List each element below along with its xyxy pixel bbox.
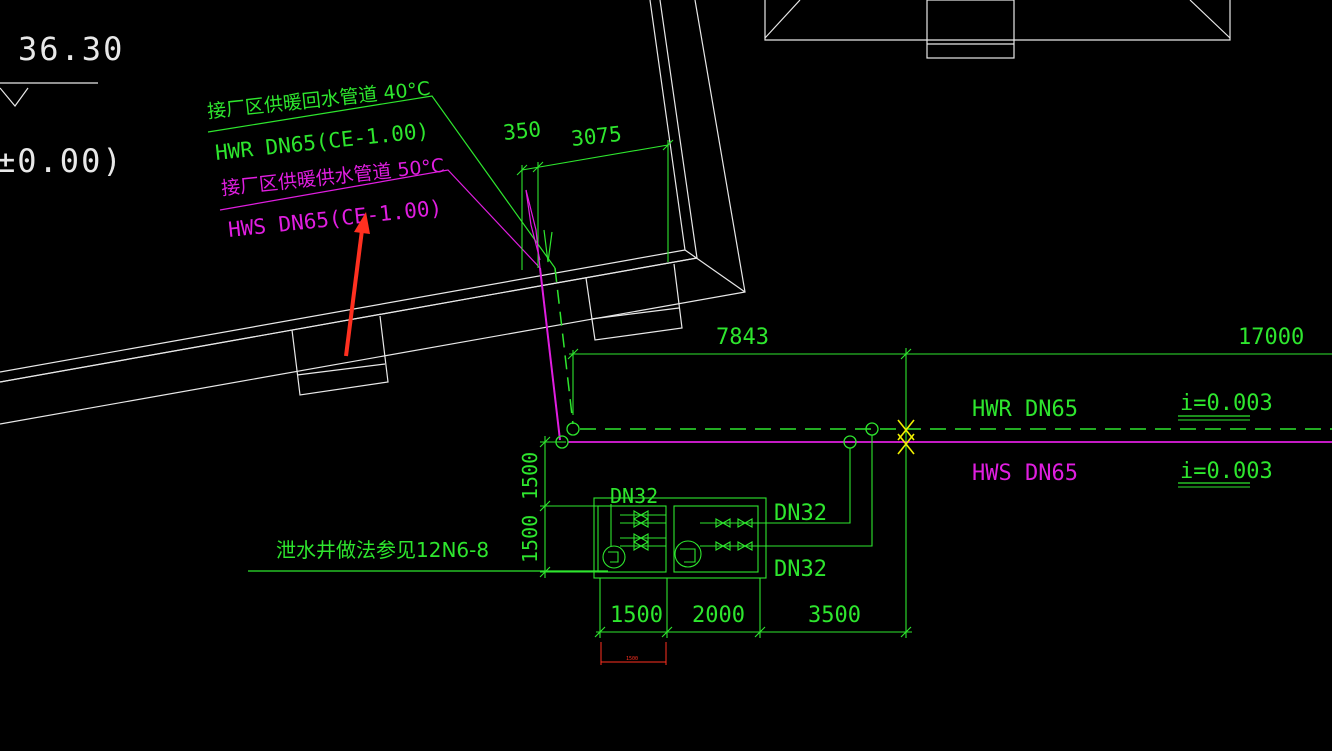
dn32-right-bottom-text: DN32 — [774, 557, 827, 582]
dn32-top-text: DN32 — [610, 484, 658, 508]
drain-note: 泄水井做法参见12N6-8 — [248, 538, 608, 572]
dim-350-text: 350 — [502, 117, 542, 145]
elevation-top-text: 36.30 — [18, 30, 124, 68]
elevation-marker: 36.30 ±0.00) — [0, 30, 124, 180]
hws-main-text: HWS DN65 — [972, 461, 1078, 486]
drain-note-text: 泄水井做法参见12N6-8 — [276, 538, 489, 562]
dim-2000-text: 2000 — [692, 603, 745, 628]
dim-7843-text: 7843 — [716, 325, 769, 350]
riser-pipes — [525, 189, 574, 441]
dimension-vertical — [539, 436, 598, 578]
dim-1500-bottom-text: 1500 — [610, 603, 663, 628]
dim-17000-text: 17000 — [1238, 325, 1304, 350]
dimension-bottom — [594, 460, 912, 638]
slope-hws-text: i=0.003 — [1180, 459, 1273, 484]
slope-hwr: i=0.003 — [1178, 391, 1273, 421]
slope-hwr-text: i=0.003 — [1180, 391, 1273, 416]
hwr-main-text: HWR DN65 — [972, 397, 1078, 422]
return-cn-text: 接厂区供暖回水管道 40°C — [206, 78, 431, 123]
slope-hws: i=0.003 — [1178, 459, 1273, 488]
red-dimension — [600, 642, 667, 665]
building-outline — [0, 0, 1231, 425]
drain-pit — [593, 435, 873, 579]
red-arrow-annotation — [344, 212, 370, 357]
elevation-zero-text: ±0.00) — [0, 142, 124, 180]
dimension-350-3075 — [516, 139, 674, 270]
dn32-right-top-text: DN32 — [774, 501, 827, 526]
dim-1500-upper-text: 1500 — [518, 452, 542, 500]
dim-1500-lower-text: 1500 — [518, 515, 542, 563]
main-pipes — [555, 422, 1332, 449]
red-dim-text: 1500 — [626, 656, 638, 662]
dim-3075-text: 3075 — [570, 122, 623, 151]
supply-cn-text: 接厂区供暖供水管道 50°C — [220, 155, 445, 200]
pipe-break-mark — [897, 419, 915, 455]
supply-pipe-label: 接厂区供暖供水管道 50°C HWS DN65(CE-1.00) — [219, 155, 541, 269]
dim-3500-text: 3500 — [808, 603, 861, 628]
